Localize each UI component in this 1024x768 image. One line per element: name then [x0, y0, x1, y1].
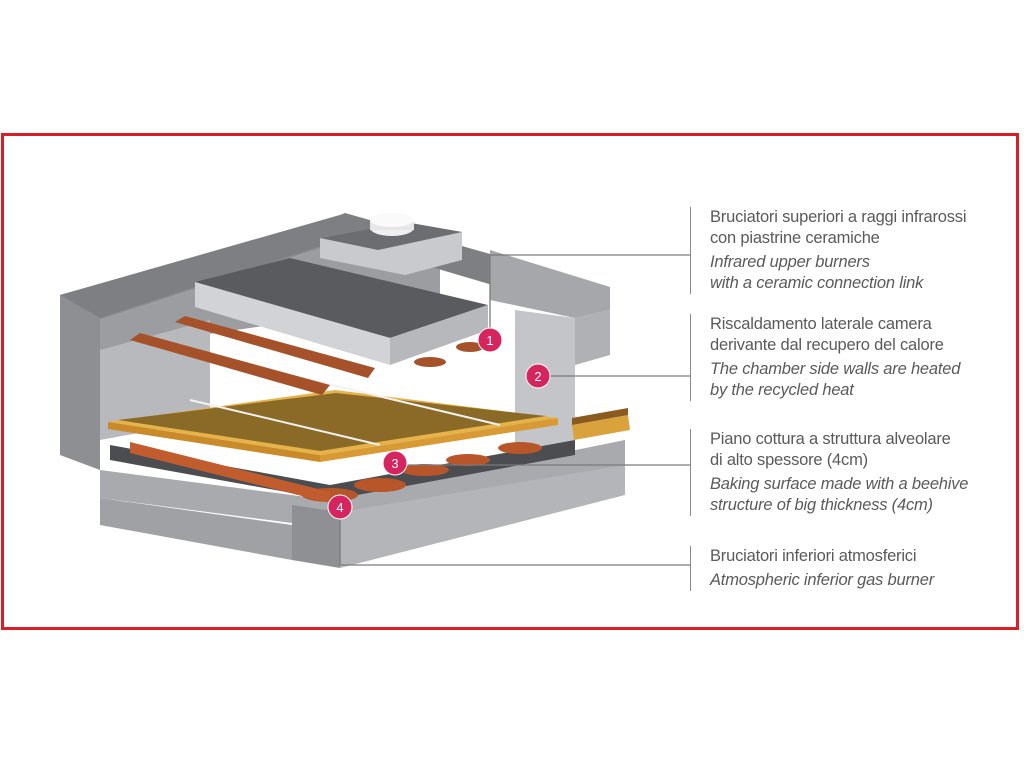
callout-4-lower-burners: Bruciatori inferiori atmosferici Atmosph…	[690, 546, 1010, 591]
oven-right-wall-outer	[575, 310, 610, 365]
oven-base-side	[340, 465, 625, 568]
callout-3-italian: Piano cottura a struttura alveolare di a…	[710, 430, 951, 469]
callout-2-side-walls: Riscaldamento laterale camera derivante …	[690, 314, 1010, 401]
callout-1-italian: Bruciatori superiori a raggi infrarossi …	[710, 208, 967, 247]
svg-text:4: 4	[336, 500, 343, 515]
leader-lines	[339, 254, 690, 566]
top-vent-box	[320, 213, 462, 275]
callout-2-italian: Riscaldamento laterale camera derivante …	[710, 315, 944, 354]
callout-1-upper-burners: Bruciatori superiori a raggi infrarossi …	[690, 207, 1010, 294]
infrared-burner-block	[195, 258, 488, 365]
baking-surface	[108, 374, 558, 462]
callout-2-english: The chamber side walls are heated by the…	[710, 360, 961, 399]
upper-burner-rods	[130, 316, 484, 395]
leader-line-1	[489, 254, 690, 340]
callout-4-english: Atmospheric inferior gas burner	[710, 571, 934, 589]
svg-text:1: 1	[486, 333, 493, 348]
oven-base-top	[100, 440, 625, 528]
marker-1: 1	[477, 327, 503, 353]
lower-burners	[130, 442, 542, 503]
side-shelf	[572, 415, 630, 440]
oven-right-wall-top	[490, 250, 610, 318]
marker-3: 3	[382, 450, 408, 476]
oven-base-front	[292, 505, 340, 568]
callout-3-english: Baking surface made with a beehive struc…	[710, 475, 969, 514]
callout-3-baking-surface: Piano cottura a struttura alveolare di a…	[690, 429, 1010, 516]
oven-base-left	[100, 498, 292, 560]
marker-2: 2	[525, 363, 551, 389]
callout-1-english: Infrared upper burners with a ceramic co…	[710, 253, 924, 292]
marker-4: 4	[327, 494, 353, 520]
callout-4-italian: Bruciatori inferiori atmosferici	[710, 547, 917, 565]
side-shelf-edge	[572, 408, 628, 425]
svg-text:3: 3	[391, 456, 398, 471]
svg-text:2: 2	[534, 369, 541, 384]
leader-line-4	[339, 520, 690, 566]
